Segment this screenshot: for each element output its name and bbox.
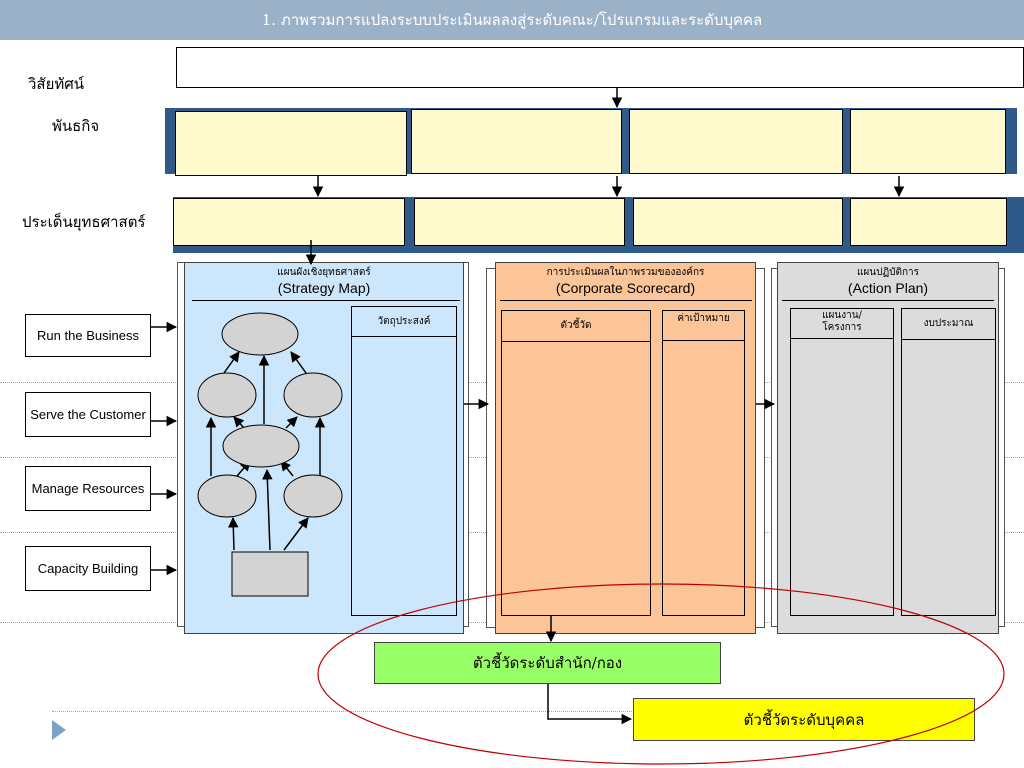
office-kpi-box: ตัวชี้วัดระดับสำนัก/กอง xyxy=(374,642,721,684)
kpi-header: ตัวชี้วัด xyxy=(502,311,650,342)
map-arrow xyxy=(285,416,298,429)
plan-header: แผนงาน/โครงการ xyxy=(791,309,893,339)
map-node-right xyxy=(283,372,343,418)
strategy-title-th: แผนผังเชิงยุทธศาสตร์ xyxy=(277,267,371,278)
highlight-ellipse xyxy=(317,583,1005,765)
map-base-box xyxy=(231,551,309,597)
map-node-lower-left xyxy=(197,474,257,518)
target-header: ค่าเป้าหมาย xyxy=(663,311,744,341)
action-title-th: แผนปฏิบัติการ xyxy=(856,267,920,278)
map-node-lower-right xyxy=(283,474,343,518)
strategic-issue-box-3 xyxy=(633,198,843,246)
strategic-issue-box-2 xyxy=(414,198,625,246)
individual-kpi-label: ตัวชี้วัดระดับบุคคล xyxy=(743,710,865,729)
action-title-en: (Action Plan) xyxy=(847,280,929,296)
plan-column: แผนงาน/โครงการ xyxy=(790,308,894,616)
vision-box xyxy=(176,47,1024,88)
mission-box-3 xyxy=(629,109,843,174)
budget-column: งบประมาณ xyxy=(901,308,996,616)
scorecard-title-en: (Corporate Scorecard) xyxy=(555,280,696,296)
map-arrow xyxy=(223,351,240,374)
office-kpi-label: ตัวชี้วัดระดับสำนัก/กอง xyxy=(472,654,623,672)
map-node-left xyxy=(197,372,257,418)
vision-label: วิสัยทัศน์ xyxy=(28,75,85,93)
dotted-separator xyxy=(52,711,632,712)
strategic-issues-label: ประเด็นยุทธศาสตร์ xyxy=(22,213,146,231)
map-arrow xyxy=(283,517,309,551)
target-column: ค่าเป้าหมาย xyxy=(662,310,745,616)
slide-title: 1. ภาพรวมการแปลงระบบประเมินผลลงสู่ระดับค… xyxy=(261,11,763,29)
action-title-rule xyxy=(782,300,994,301)
side-label-serve-customer: Serve the Customer xyxy=(25,392,151,437)
kpi-column: ตัวชี้วัด xyxy=(501,310,651,616)
map-arrow xyxy=(290,351,307,374)
map-node-top xyxy=(221,312,299,356)
mission-box-2 xyxy=(411,109,622,174)
map-arrow xyxy=(233,416,245,429)
map-arrow xyxy=(228,516,239,551)
side-label-capacity-building: Capacity Building xyxy=(25,546,151,591)
action-plan-panel: แผนปฏิบัติการ (Action Plan) xyxy=(777,262,999,634)
office-individual-arrow xyxy=(547,684,633,725)
mission-box-4 xyxy=(850,109,1006,174)
mission-box-1 xyxy=(175,111,407,176)
side-label-run-business: Run the Business xyxy=(25,314,151,357)
play-triangle-icon xyxy=(52,720,66,740)
objectives-header: วัตถุประสงค์ xyxy=(352,307,456,337)
objectives-column: วัตถุประสงค์ xyxy=(351,306,457,616)
map-arrow xyxy=(262,468,273,551)
mission-label: พันธกิจ xyxy=(52,117,100,135)
strategy-title-en: (Strategy Map) xyxy=(277,280,371,296)
scorecard-title-th: การประเมินผลในภาพรวมขององค์กร xyxy=(546,267,705,278)
map-node-center xyxy=(222,424,300,468)
corporate-scorecard-panel: การประเมินผลในภาพรวมขององค์กร (Corporate… xyxy=(495,262,756,634)
scorecard-title-rule xyxy=(500,300,752,301)
side-label-manage-resources: Manage Resources xyxy=(25,466,151,511)
budget-header: งบประมาณ xyxy=(902,309,995,340)
strategic-issue-box-4 xyxy=(850,198,1007,246)
strategy-title-rule xyxy=(192,300,460,301)
slide-title-bar: 1. ภาพรวมการแปลงระบบประเมินผลลงสู่ระดับค… xyxy=(0,0,1024,40)
strategic-issue-box-1 xyxy=(173,198,405,246)
